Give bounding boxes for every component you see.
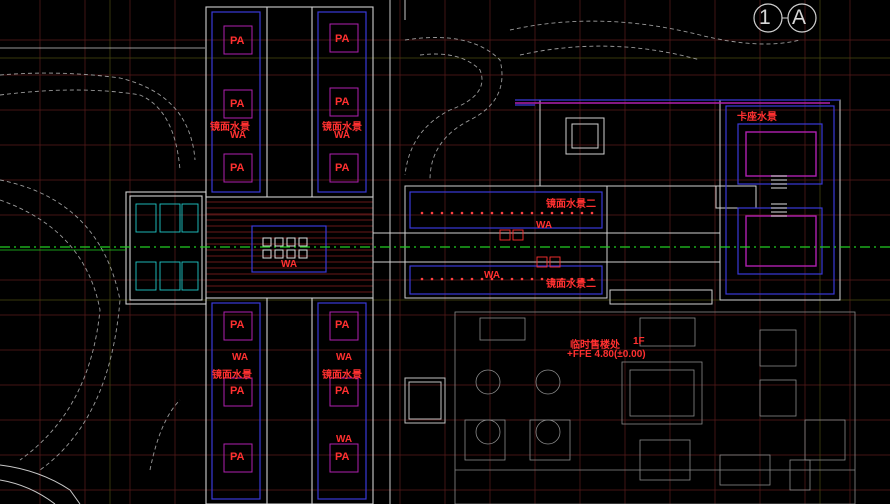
mirror-pool-two bbox=[409, 191, 603, 295]
grid-reference bbox=[753, 3, 817, 33]
center-fountains bbox=[262, 237, 308, 259]
hatch-platform bbox=[206, 201, 373, 293]
lights-row bbox=[420, 211, 594, 281]
landscape-paths bbox=[0, 20, 801, 471]
corridor bbox=[373, 100, 720, 299]
boundary-lines bbox=[0, 0, 406, 504]
small-red-marks bbox=[499, 229, 561, 268]
main-structure bbox=[125, 6, 374, 504]
grid-bubble-a bbox=[787, 3, 817, 33]
seating-left bbox=[135, 203, 199, 291]
mirror-pools bbox=[211, 11, 367, 500]
grid-bubble-1 bbox=[753, 3, 783, 33]
deck-water-pools bbox=[515, 99, 840, 295]
pavilion-box bbox=[404, 377, 446, 424]
sales-office-plan bbox=[454, 311, 856, 504]
pa-boxes bbox=[223, 23, 359, 473]
steps bbox=[771, 175, 787, 217]
